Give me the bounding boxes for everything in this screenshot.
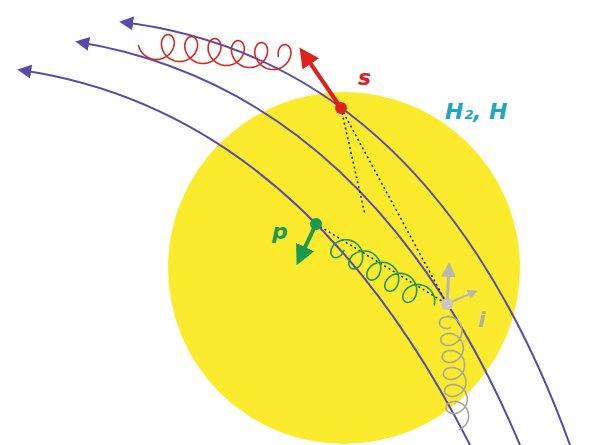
particle-label: s — [358, 66, 371, 90]
particle-label: p — [272, 220, 288, 244]
region-fill — [168, 92, 520, 444]
particle-label: i — [478, 308, 486, 332]
field-line — [122, 22, 570, 445]
region-label: H₂, H — [445, 100, 507, 124]
field-line — [78, 42, 520, 445]
region-shape — [168, 92, 520, 444]
gas-region: H₂, H — [168, 92, 520, 444]
particle-dot — [441, 298, 453, 310]
particle-dot — [335, 102, 347, 114]
helix — [138, 35, 291, 70]
particle-dot — [310, 218, 322, 230]
